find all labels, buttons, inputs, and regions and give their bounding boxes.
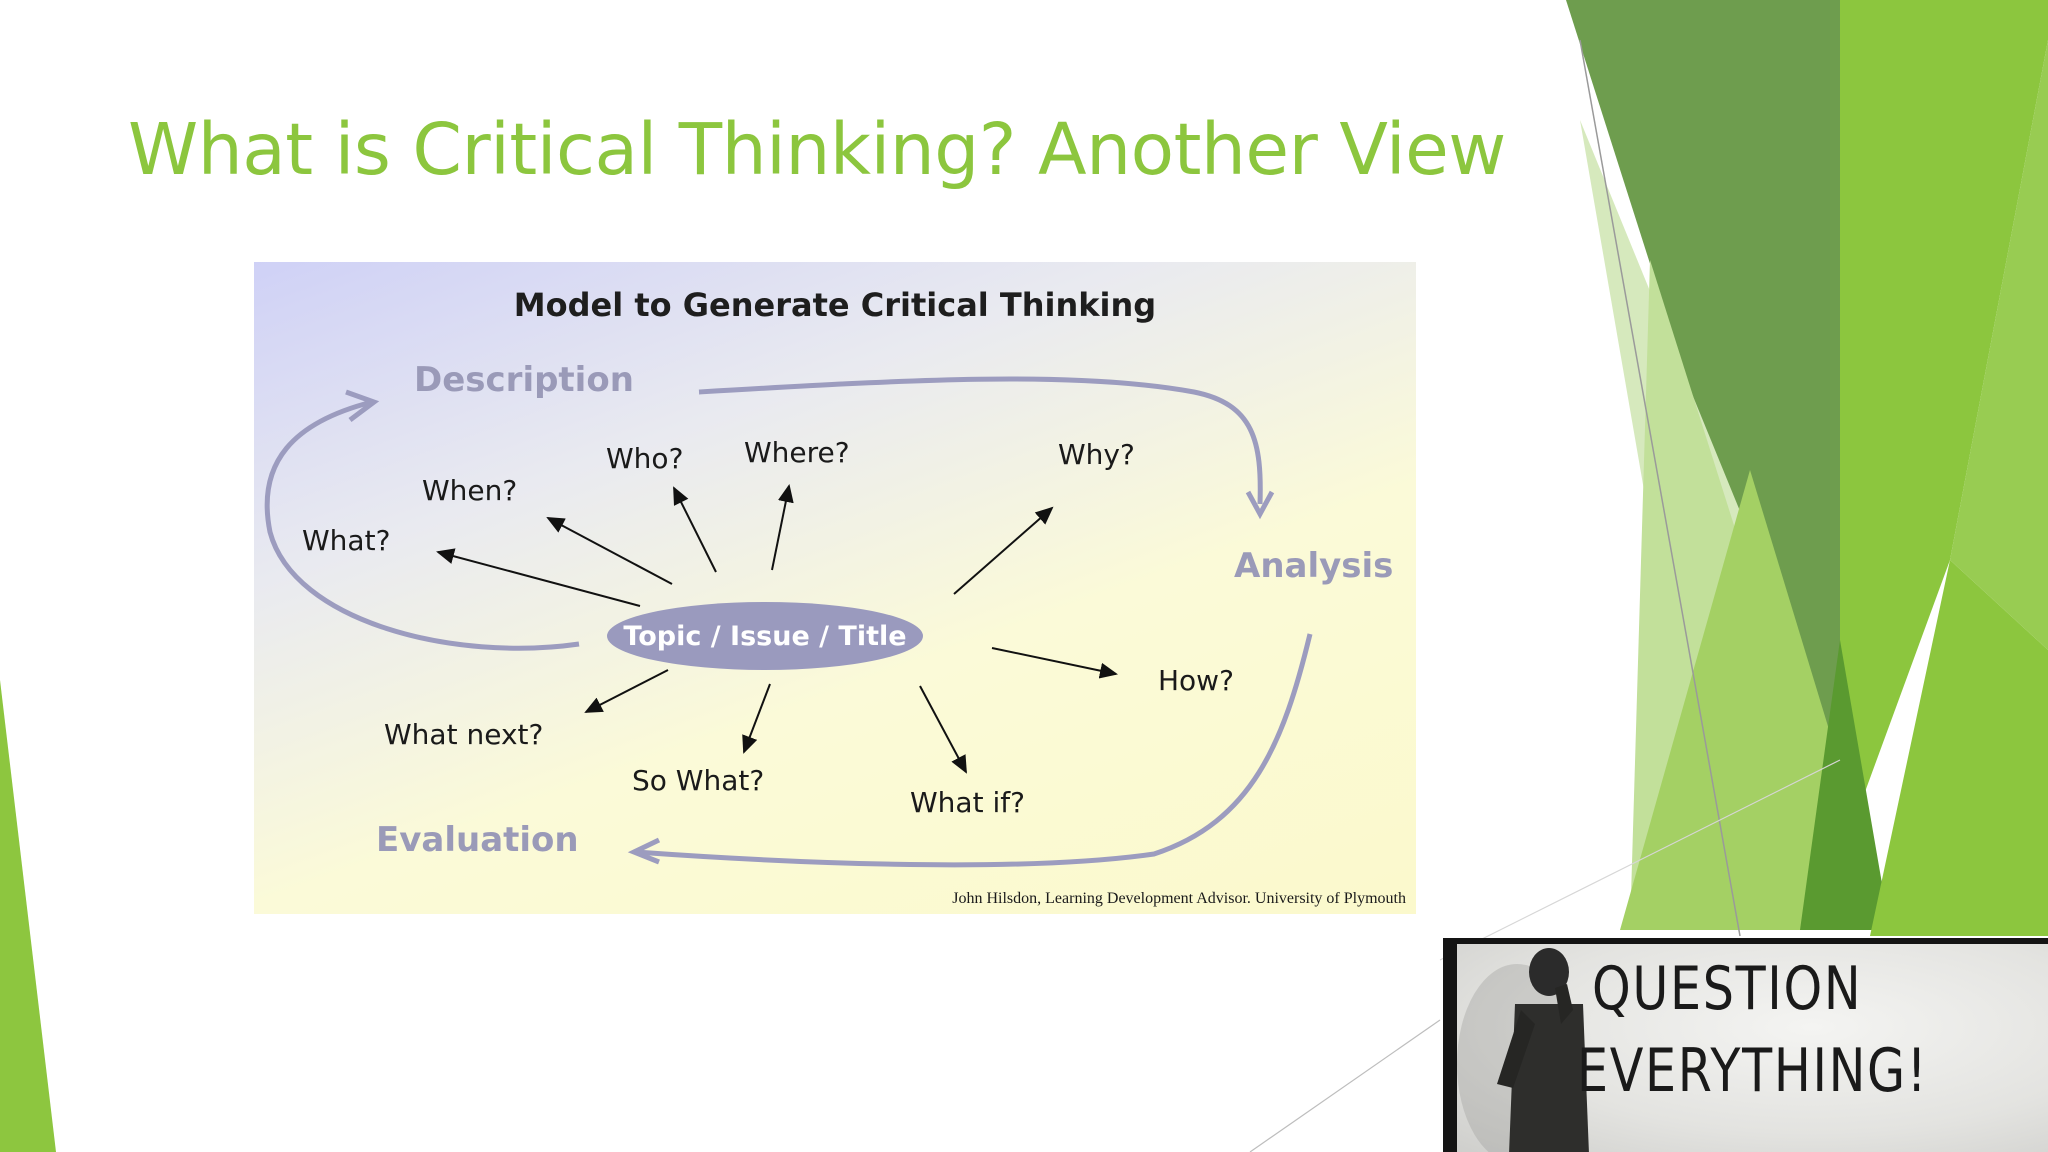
arrow-how: [991, 647, 1118, 679]
critical-thinking-diagram: Model to Generate Critical Thinking Desc…: [254, 262, 1416, 914]
question-how: How?: [1158, 664, 1234, 697]
question-what-if: What if?: [910, 786, 1025, 819]
arrow-when: [546, 517, 673, 585]
arrow-why: [953, 506, 1054, 595]
cycle-arrow-to-description: [264, 399, 580, 651]
arrow-what: [436, 548, 641, 607]
cycle-arrow-description-to-analysis: [698, 376, 1263, 505]
question-what-next: What next?: [384, 718, 544, 751]
diagram-credit: John Hilsdon, Learning Development Advis…: [952, 890, 1406, 907]
stage-analysis: Analysis: [1234, 546, 1394, 586]
question-so-what: So What?: [632, 764, 765, 797]
question-when: When?: [422, 474, 518, 507]
topic-ellipse: Topic / Issue / Title: [607, 602, 923, 670]
photo-text-line2: EVERYTHING!: [1577, 1036, 1929, 1106]
question-everything-photo: QUESTION EVERYTHING!: [1443, 938, 2048, 1152]
slide-title: What is Critical Thinking? Another View: [128, 108, 1506, 191]
question-why: Why?: [1058, 438, 1135, 471]
diagram-arrows: [264, 376, 1313, 868]
cycle-arrow-analysis-to-evaluation: [635, 633, 1313, 868]
arrow-where: [771, 484, 794, 571]
question-who: Who?: [606, 442, 684, 475]
photo-text-line1: QUESTION: [1592, 954, 1863, 1024]
arrow-who: [673, 486, 717, 573]
arrow-what-next: [584, 669, 669, 713]
question-where: Where?: [744, 436, 850, 469]
question-what: What?: [302, 524, 391, 557]
photo-wall: QUESTION EVERYTHING!: [1457, 944, 2048, 1152]
stage-description: Description: [414, 360, 634, 400]
arrow-what-if: [919, 685, 967, 774]
person-silhouette: [1457, 948, 1589, 1152]
diagram-title: Model to Generate Critical Thinking: [513, 286, 1157, 324]
stage-evaluation: Evaluation: [376, 820, 579, 860]
arrow-so-what: [742, 683, 771, 754]
